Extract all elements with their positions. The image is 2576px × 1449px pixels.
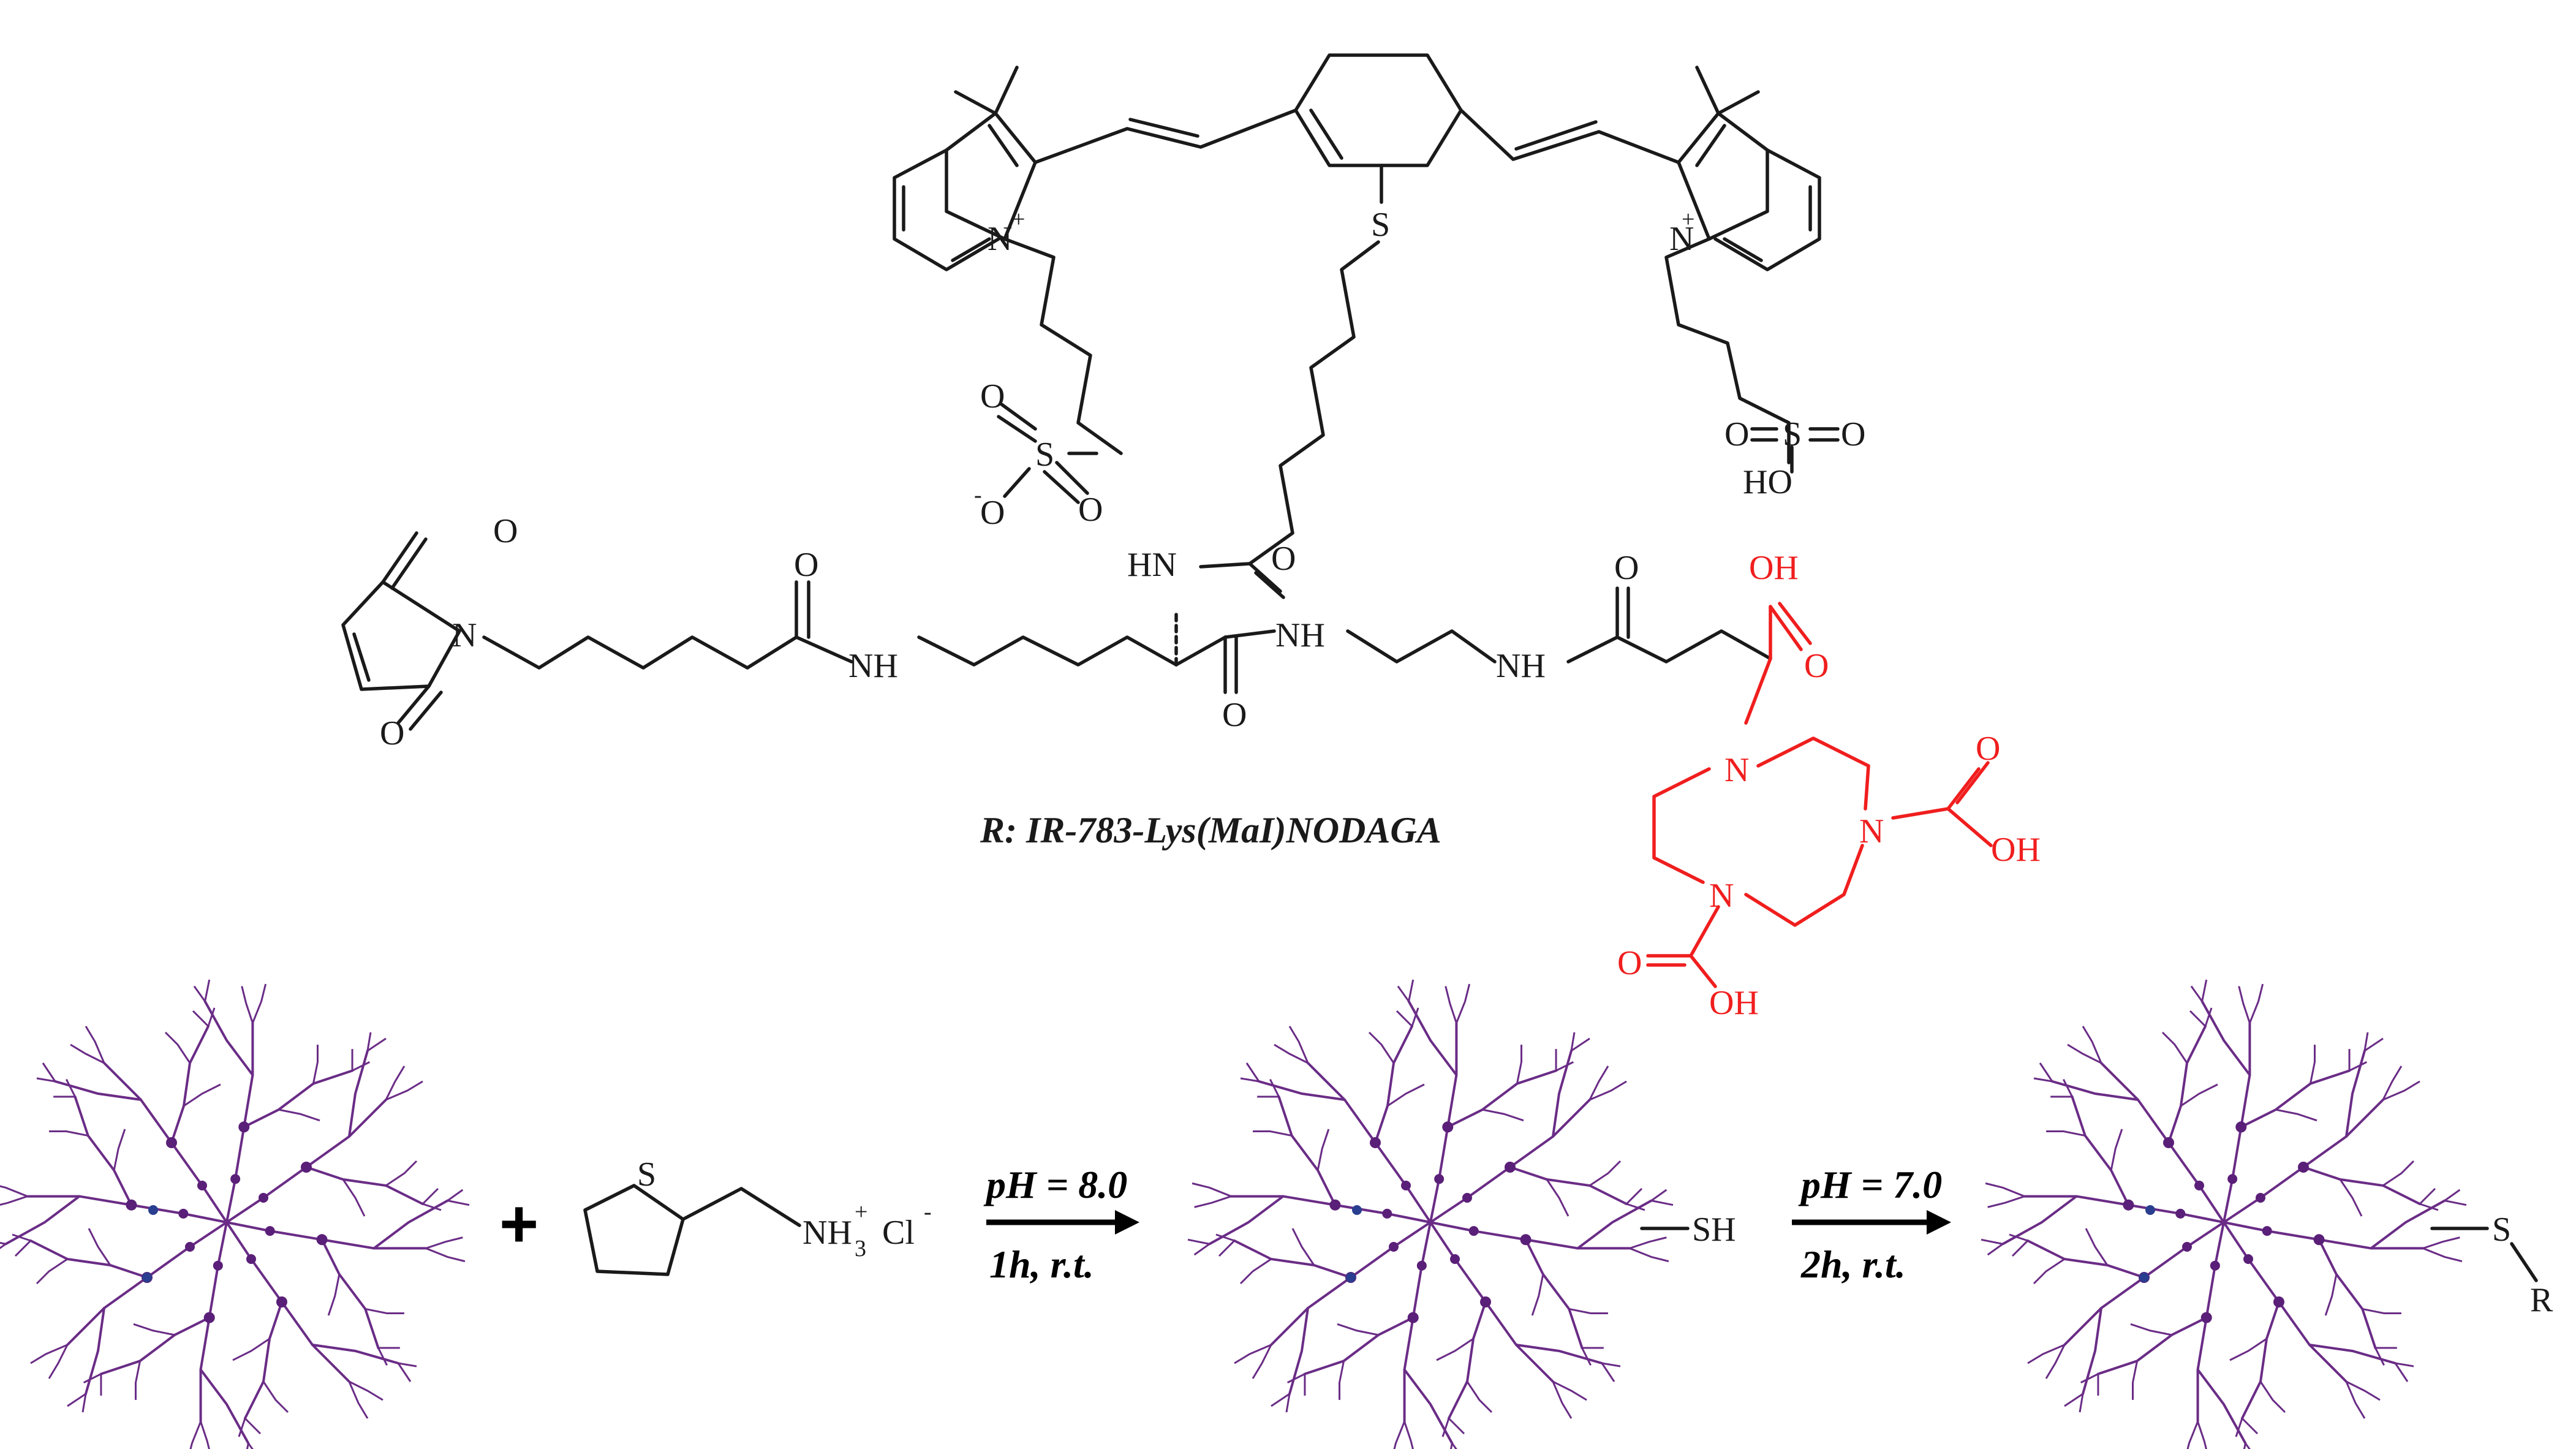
- right-sulfonic-o2: O: [1841, 415, 1865, 453]
- left-sulfonate-o1: O: [980, 377, 1005, 415]
- left-sulfonate-o-minus: O: [980, 494, 1005, 532]
- dendrimer-icon: [1938, 936, 2509, 1449]
- compound-caption: R: IR-783-Lys(MaI)NODAGA: [980, 810, 1441, 850]
- lys-carbonyl-o: O: [1222, 696, 1247, 734]
- dendrimer-icon: [1144, 936, 1716, 1449]
- reagent-s: S: [637, 1156, 656, 1194]
- reagent-cl-sup: -: [924, 1199, 932, 1225]
- left-indolium: [893, 66, 1123, 455]
- step1-condition-top: pH = 8.0: [983, 1163, 1127, 1206]
- hexanoyl-carbonyl-o: O: [794, 546, 818, 584]
- lys-epsilon-hn: HN: [1127, 546, 1177, 584]
- nodaga-oh-top: OH: [1749, 549, 1799, 587]
- step2-condition-top: pH = 7.0: [1798, 1163, 1942, 1206]
- left-sulfonate-o2: O: [1078, 491, 1103, 529]
- reagent-nh3-sup: +: [855, 1199, 867, 1225]
- nodaga-o-bottom: O: [1617, 944, 1642, 982]
- left-n-charge: +: [1012, 206, 1025, 232]
- right-indolium: [1664, 66, 1821, 464]
- product-s: S: [2492, 1211, 2511, 1249]
- thioether-s: S: [1371, 206, 1390, 244]
- right-n-atom: N: [1669, 220, 1694, 258]
- thiol-label: SH: [1692, 1211, 1736, 1249]
- left-sulfonate-s: S: [1035, 436, 1054, 474]
- nodaga-n2: N: [1859, 812, 1884, 850]
- amide-nh-2: NH: [1275, 616, 1325, 654]
- right-sulfonic-ho: HO: [1743, 463, 1792, 501]
- left-n-atom: N: [988, 220, 1012, 258]
- maleimide-o-top: O: [493, 512, 518, 550]
- dendrimer-icon: [0, 936, 513, 1449]
- right-sulfonic-acid: [1750, 427, 1840, 474]
- reagent-nh3-sub: 3: [855, 1236, 866, 1262]
- linker-carbonyl-o: O: [1271, 540, 1296, 578]
- right-sulfonic-o1: O: [1724, 415, 1749, 453]
- glu-carbonyl-o: O: [1614, 549, 1639, 587]
- nodaga-oh-right: OH: [1991, 831, 2041, 869]
- thiolane-reagent: [583, 1184, 801, 1276]
- maleimide-o-bottom: O: [380, 714, 404, 752]
- reagent-cl: Cl: [882, 1214, 915, 1252]
- left-sulfonate-minus: -: [974, 482, 982, 508]
- amide-nh-1: NH: [848, 647, 898, 685]
- plus-sign: +: [499, 1186, 538, 1262]
- step1-condition-bottom: 1h, r.t.: [989, 1243, 1094, 1286]
- nodaga-chelator: [1646, 602, 1993, 988]
- nodaga-o-top: O: [1804, 647, 1829, 685]
- right-sulfonic-s: S: [1783, 415, 1802, 453]
- left-sulfonate: [997, 403, 1098, 504]
- step2-condition-bottom: 2h, r.t.: [1800, 1243, 1906, 1286]
- product-r: R: [2530, 1281, 2553, 1319]
- nodaga-n1: N: [1724, 751, 1749, 789]
- amide-nh-3: NH: [1496, 647, 1546, 685]
- maleimide-lysine-backbone: [341, 531, 1772, 731]
- maleimide-n: N: [452, 616, 477, 654]
- nodaga-n3: N: [1709, 877, 1734, 915]
- nodaga-oh-bottom: OH: [1709, 984, 1759, 1022]
- right-n-charge: +: [1682, 206, 1694, 232]
- ir783-dye-structure: N + S O O O - N +: [893, 53, 1865, 599]
- nodaga-o-right: O: [1976, 730, 2000, 768]
- reagent-nh3: NH: [803, 1214, 852, 1252]
